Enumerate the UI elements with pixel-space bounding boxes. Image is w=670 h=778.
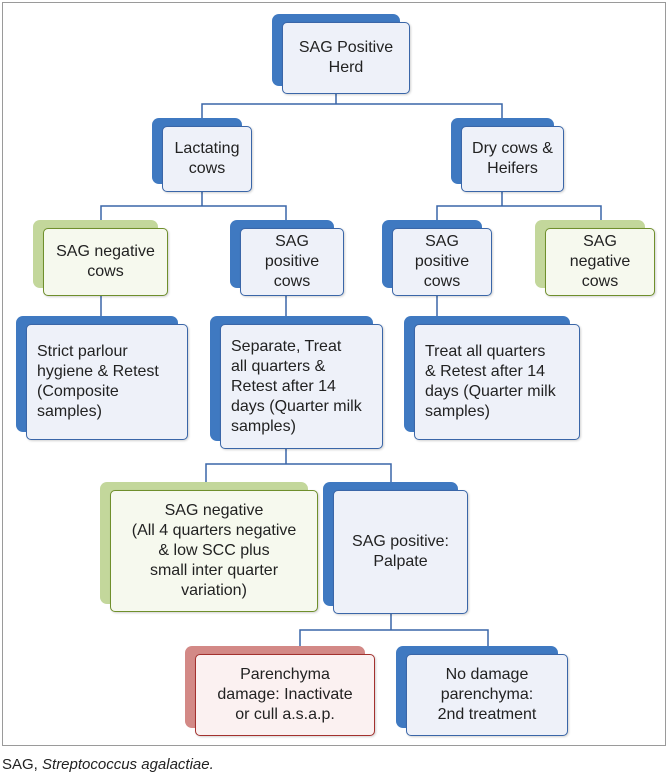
- node-label: SAG positive cows: [392, 228, 492, 296]
- node-label: SAG positive cows: [240, 228, 344, 296]
- caption-term: Streptococcus agalactiae.: [42, 756, 214, 773]
- node-label: Parenchyma damage: Inactivate or cull a.…: [195, 654, 375, 736]
- node-label: Strict parlour hygiene & Retest (Composi…: [26, 324, 188, 440]
- node-label: Lactating cows: [162, 126, 252, 192]
- node-label: Dry cows & Heifers: [461, 126, 564, 192]
- node-dry-cows-heifers: Dry cows & Heifers: [451, 118, 564, 192]
- diagram-frame: [2, 2, 666, 746]
- node-dry-sag-negative: SAG negative cows: [535, 220, 655, 296]
- node-label: SAG negative cows: [43, 228, 168, 296]
- node-label: SAG Positive Herd: [282, 22, 410, 94]
- node-lactating-cows: Lactating cows: [152, 118, 252, 192]
- node-lactating-sag-negative: SAG negative cows: [33, 220, 168, 296]
- node-parenchyma-damage: Parenchyma damage: Inactivate or cull a.…: [185, 646, 375, 736]
- node-retest-sag-positive-palpate: SAG positive: Palpate: [323, 482, 468, 614]
- connector-lactating: [100, 192, 287, 220]
- node-lactating-sag-positive: SAG positive cows: [230, 220, 344, 296]
- node-no-damage-parenchyma: No damage parenchyma: 2nd treatment: [396, 646, 568, 736]
- node-retest-sag-negative: SAG negative (All 4 quarters negative & …: [100, 482, 318, 612]
- connector-lines: [100, 93, 602, 646]
- node-treat-all-quarters: Treat all quarters & Retest after 14 day…: [404, 316, 580, 440]
- caption-prefix: SAG,: [2, 756, 43, 773]
- connector-separate: [205, 448, 392, 482]
- connector-palpate: [299, 614, 489, 646]
- node-sag-positive-herd: SAG Positive Herd: [272, 14, 410, 94]
- node-label: SAG negative cows: [545, 228, 655, 296]
- connector-dry: [436, 192, 602, 220]
- node-label: Separate, Treat all quarters & Retest af…: [220, 324, 383, 449]
- node-strict-parlour-hygiene: Strict parlour hygiene & Retest (Composi…: [16, 316, 188, 440]
- figure-caption: SAG, Streptococcus agalactiae.: [2, 756, 214, 773]
- node-label: SAG positive: Palpate: [333, 490, 468, 614]
- connector-herd: [201, 93, 503, 118]
- node-dry-sag-positive: SAG positive cows: [382, 220, 492, 296]
- node-label: No damage parenchyma: 2nd treatment: [406, 654, 568, 736]
- node-label: Treat all quarters & Retest after 14 day…: [414, 324, 580, 440]
- node-separate-treat-retest: Separate, Treat all quarters & Retest af…: [210, 316, 383, 449]
- node-label: SAG negative (All 4 quarters negative & …: [110, 490, 318, 612]
